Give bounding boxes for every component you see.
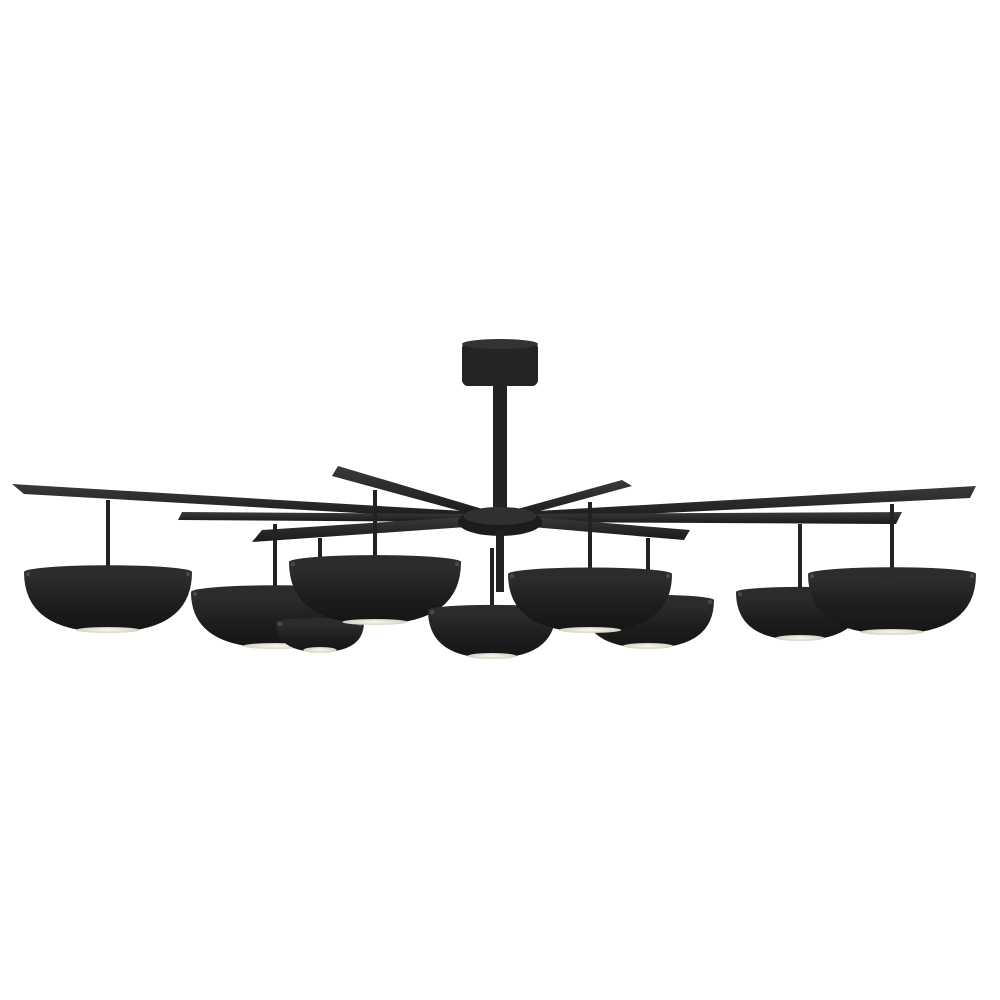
arm xyxy=(520,516,690,540)
rim-screw xyxy=(185,571,191,577)
shade-bowl xyxy=(24,572,192,632)
shade-rod xyxy=(106,500,110,572)
rim-screw xyxy=(25,571,31,577)
diffuser-glow xyxy=(467,653,517,659)
shade-bowl xyxy=(508,574,672,632)
arm xyxy=(520,512,902,524)
downrod-stem xyxy=(493,384,507,510)
ceiling-canopy xyxy=(462,339,538,386)
shade-rod xyxy=(373,490,377,562)
rim-screw xyxy=(454,561,460,567)
rim-screw xyxy=(509,573,515,579)
rim-screw xyxy=(809,573,815,579)
shade-rod xyxy=(646,538,650,600)
diffuser-glow xyxy=(303,647,337,653)
bowl-shade xyxy=(508,502,672,633)
diffuser-glow xyxy=(860,629,924,635)
shade-bowl xyxy=(289,562,461,624)
shades xyxy=(24,490,976,659)
shade-rim xyxy=(508,567,672,581)
shade-rod xyxy=(588,502,592,574)
shade-rod xyxy=(273,524,277,592)
arm xyxy=(252,516,480,542)
rim-screw xyxy=(277,621,283,627)
rim-screw xyxy=(969,573,975,579)
arm xyxy=(12,484,480,520)
bowl-shade xyxy=(289,490,461,625)
rim-screw xyxy=(429,609,435,615)
rim-screw xyxy=(290,561,296,567)
shade-bowl xyxy=(808,574,976,634)
arms xyxy=(12,466,976,542)
rim-screw xyxy=(192,591,198,597)
bowl-shade xyxy=(808,504,976,635)
diffuser-glow xyxy=(622,643,674,649)
shade-rim xyxy=(24,565,192,579)
shade-rod xyxy=(490,548,494,610)
arm xyxy=(178,512,480,522)
diffuser-glow xyxy=(76,627,140,633)
diffuser-glow xyxy=(558,627,622,633)
arm xyxy=(332,466,486,518)
rim-screw xyxy=(665,573,671,579)
shade-bowl xyxy=(276,622,364,652)
shade-rim xyxy=(289,555,461,569)
shade-rim xyxy=(808,567,976,581)
diffuser-glow xyxy=(342,619,408,625)
rim-screw xyxy=(707,599,713,605)
shade-rod xyxy=(890,504,894,574)
center-hub xyxy=(458,507,542,592)
arm xyxy=(514,480,632,518)
shade-rod xyxy=(798,524,802,592)
bowl-shade xyxy=(24,500,192,633)
shade-bowl xyxy=(428,610,556,658)
arm xyxy=(520,486,976,520)
diffuser-glow xyxy=(775,635,825,641)
rim-screw xyxy=(737,591,743,597)
